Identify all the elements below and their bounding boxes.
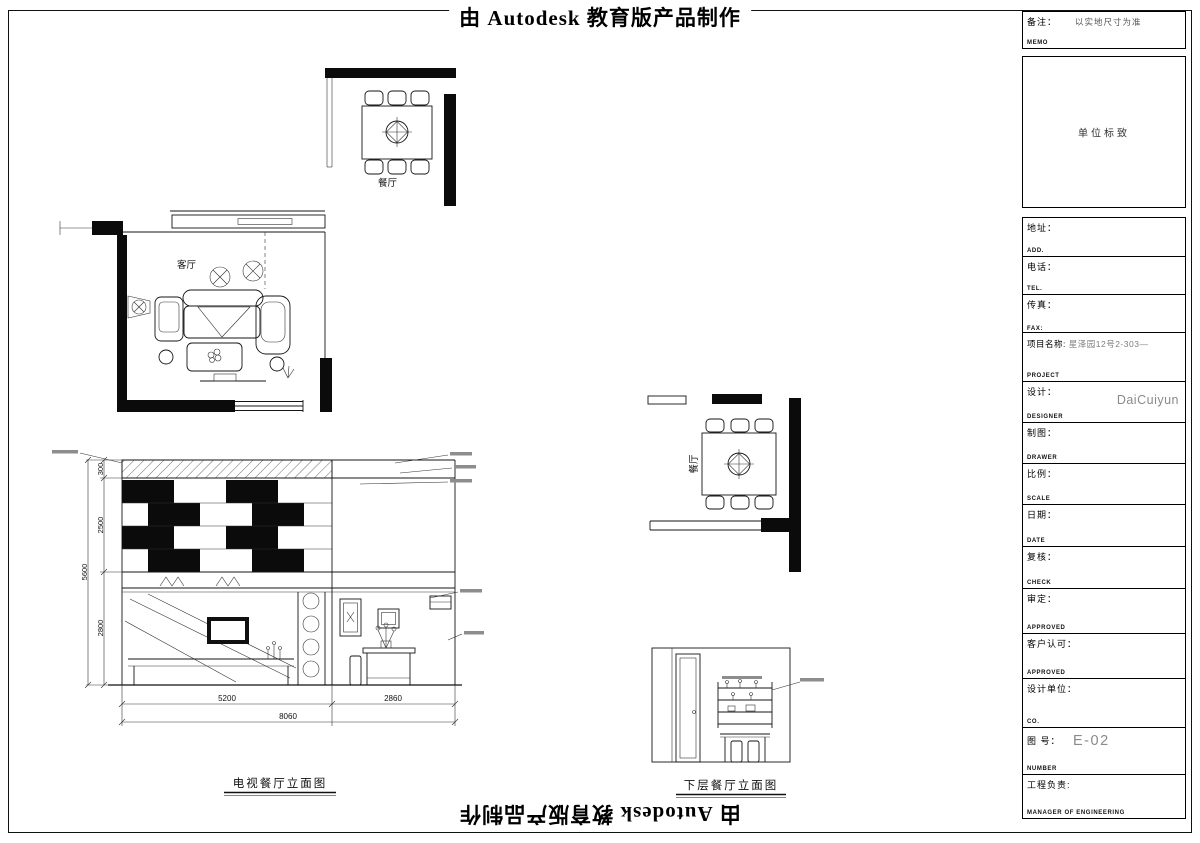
elevation-tv-dining: 300 2500 2800 5600 5200 2860 8060 xyxy=(52,450,484,796)
manager-sub: MANAGER OF ENGINEERING xyxy=(1027,810,1125,816)
titleblock-row-number: 图 号： E-02 NUMBER xyxy=(1022,727,1186,775)
dimension-chain-left: 300 2500 2800 5600 xyxy=(80,456,122,689)
company-sub: CO. xyxy=(1027,719,1040,725)
manager-label: 工程负责: xyxy=(1027,780,1071,790)
dim-2500: 2500 xyxy=(96,517,105,534)
fax-sub: FAX: xyxy=(1027,325,1044,332)
titleblock-row-check: 复核： CHECK xyxy=(1022,546,1186,589)
date-sub: DATE xyxy=(1027,538,1046,544)
scale-sub: SCALE xyxy=(1027,496,1051,502)
checker-wall xyxy=(122,480,332,572)
floor-plan-lower: 餐厅 xyxy=(647,394,801,572)
drawing-number-value: E-02 xyxy=(1073,733,1110,749)
drawer-label: 制图： xyxy=(1027,428,1058,438)
titleblock-row-approve: 审定： APPROVED xyxy=(1022,588,1186,634)
approve-sub: APPROVED xyxy=(1027,625,1066,631)
drawer-sub: DRAWER xyxy=(1027,455,1058,461)
dim-8060: 8060 xyxy=(279,712,297,721)
sofa-group xyxy=(154,232,295,382)
titleblock-unit-logo-box: 单位标致 xyxy=(1022,56,1186,208)
titleblock-row-designer: 设计： DaiCuiyun DESIGNER xyxy=(1022,381,1186,423)
check-label: 复核： xyxy=(1027,552,1058,562)
downlight-icon xyxy=(209,266,231,288)
dim-2800: 2800 xyxy=(96,620,105,637)
designer-label: 设计： xyxy=(1027,387,1058,397)
client-label: 客户认可： xyxy=(1027,639,1078,649)
memo-value: 以实地尺寸为准 xyxy=(1075,17,1142,27)
dimension-chain-bottom: 5200 2860 8060 xyxy=(118,685,459,726)
approve-label: 审定： xyxy=(1027,594,1058,604)
titleblock-contact-box: 地址： ADD. 电话： TEL. 传真： FAX: xyxy=(1022,217,1186,333)
leader-annotations xyxy=(52,450,484,641)
dim-300: 300 xyxy=(96,463,105,476)
dim-5200: 5200 xyxy=(218,694,236,703)
designer-value: DaiCuiyun xyxy=(1116,393,1179,407)
title-block: 备注： 以实地尺寸为准 MEMO 单位标致 地址： ADD. 电话： TEL. … xyxy=(1022,11,1186,819)
titleblock-row-manager: 工程负责: MANAGER OF ENGINEERING xyxy=(1022,774,1186,819)
fax-label: 传真： xyxy=(1027,300,1058,311)
door xyxy=(675,653,701,763)
autodesk-edu-stamp-bottom: 由 Autodesk 教育版产品制作 xyxy=(449,800,751,830)
scale-label: 比例： xyxy=(1027,469,1058,479)
address-sub: ADD. xyxy=(1027,247,1045,254)
date-label: 日期： xyxy=(1027,510,1058,520)
project-value: 星泽园12号2-303— xyxy=(1068,339,1149,349)
memo-sub: MEMO xyxy=(1027,40,1049,46)
memo-label: 备注： xyxy=(1027,17,1058,27)
project-label: 项目名称: xyxy=(1027,339,1066,349)
project-sub: PROJECT xyxy=(1027,373,1060,379)
dim-2860: 2860 xyxy=(384,694,402,703)
titleblock-row-drawer: 制图： DRAWER xyxy=(1022,422,1186,464)
elevation-lower-dining: 下层餐厅立面图 xyxy=(651,647,824,798)
titleblock-row-memo: 备注： 以实地尺寸为准 MEMO xyxy=(1022,11,1186,49)
drawing-title-elevation-lower: 下层餐厅立面图 xyxy=(684,778,779,792)
titleblock-row-scale: 比例： SCALE xyxy=(1022,463,1186,505)
client-sub: APPROVED xyxy=(1027,670,1066,676)
number-label: 图 号： xyxy=(1027,736,1061,746)
titleblock-row-tel: 电话： TEL. xyxy=(1023,257,1185,296)
company-label: 设计单位： xyxy=(1027,684,1078,694)
number-sub: NUMBER xyxy=(1027,766,1057,772)
titleblock-row-fax: 传真： FAX: xyxy=(1023,295,1185,334)
unit-logo-label: 单位标致 xyxy=(1078,128,1130,140)
titleblock-row-date: 日期： DATE xyxy=(1022,504,1186,547)
address-label: 地址： xyxy=(1027,223,1058,233)
titleblock-row-company: 设计单位： CO. xyxy=(1022,678,1186,728)
room-label-living: 客厅 xyxy=(177,259,197,271)
drawing-title-elevation-tv: 电视餐厅立面图 xyxy=(233,776,328,790)
wall-fan-icon xyxy=(127,295,151,319)
dim-5600: 5600 xyxy=(80,564,89,581)
tel-sub: TEL. xyxy=(1027,286,1043,293)
room-label-dining-lower: 餐厅 xyxy=(688,454,700,474)
autodesk-edu-stamp-top: 由 Autodesk 教育版产品制作 xyxy=(449,2,751,32)
check-sub: CHECK xyxy=(1027,580,1052,586)
floor-plan-upper: 餐厅 客厅 xyxy=(59,68,456,412)
tel-label: 电话： xyxy=(1027,261,1058,272)
designer-sub: DESIGNER xyxy=(1027,414,1064,420)
titleblock-row-project: 项目名称: 星泽园12号2-303— PROJECT xyxy=(1022,332,1186,382)
titleblock-row-client: 客户认可： APPROVED xyxy=(1022,633,1186,679)
room-label-dining-upper: 餐厅 xyxy=(378,177,398,189)
downlight-icon xyxy=(242,260,264,282)
titleblock-row-address: 地址： ADD. xyxy=(1023,218,1185,257)
